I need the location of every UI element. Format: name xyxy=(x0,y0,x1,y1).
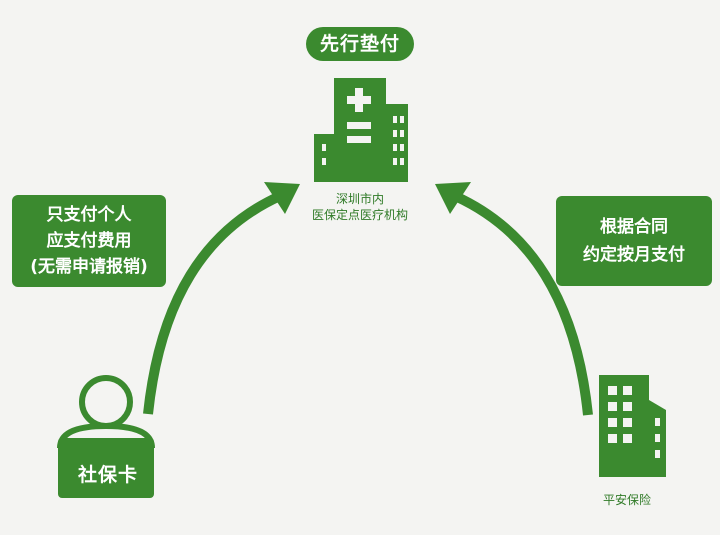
monthly-payment-box: 根据合同 约定按月支付 xyxy=(556,196,712,286)
hospital-line2: 医保定点医疗机构 xyxy=(311,208,408,222)
right-box-line2: 约定按月支付 xyxy=(583,245,685,265)
left-box-line2: 应支付费用 xyxy=(46,231,132,251)
insurer-caption: 平安保险 xyxy=(602,493,651,507)
social-card-label: 社保卡 xyxy=(77,464,138,486)
hospital-caption: 深圳市内 医保定点医疗机构 xyxy=(290,191,430,223)
prepayment-label: 先行垫付 xyxy=(306,27,414,61)
hospital-line1: 深圳市内 xyxy=(335,192,384,206)
left-arrow-path xyxy=(143,191,283,415)
personal-payment-box: 只支付个人 应支付费用 (无需申请报销) xyxy=(12,195,166,287)
left-box-line1: 只支付个人 xyxy=(46,205,132,225)
left-arrowhead xyxy=(264,182,300,214)
right-box-line1: 根据合同 xyxy=(600,217,668,237)
left-box-line3: (无需申请报销) xyxy=(30,257,148,277)
right-arrowhead xyxy=(435,182,471,214)
right-arrow-path xyxy=(452,191,593,416)
